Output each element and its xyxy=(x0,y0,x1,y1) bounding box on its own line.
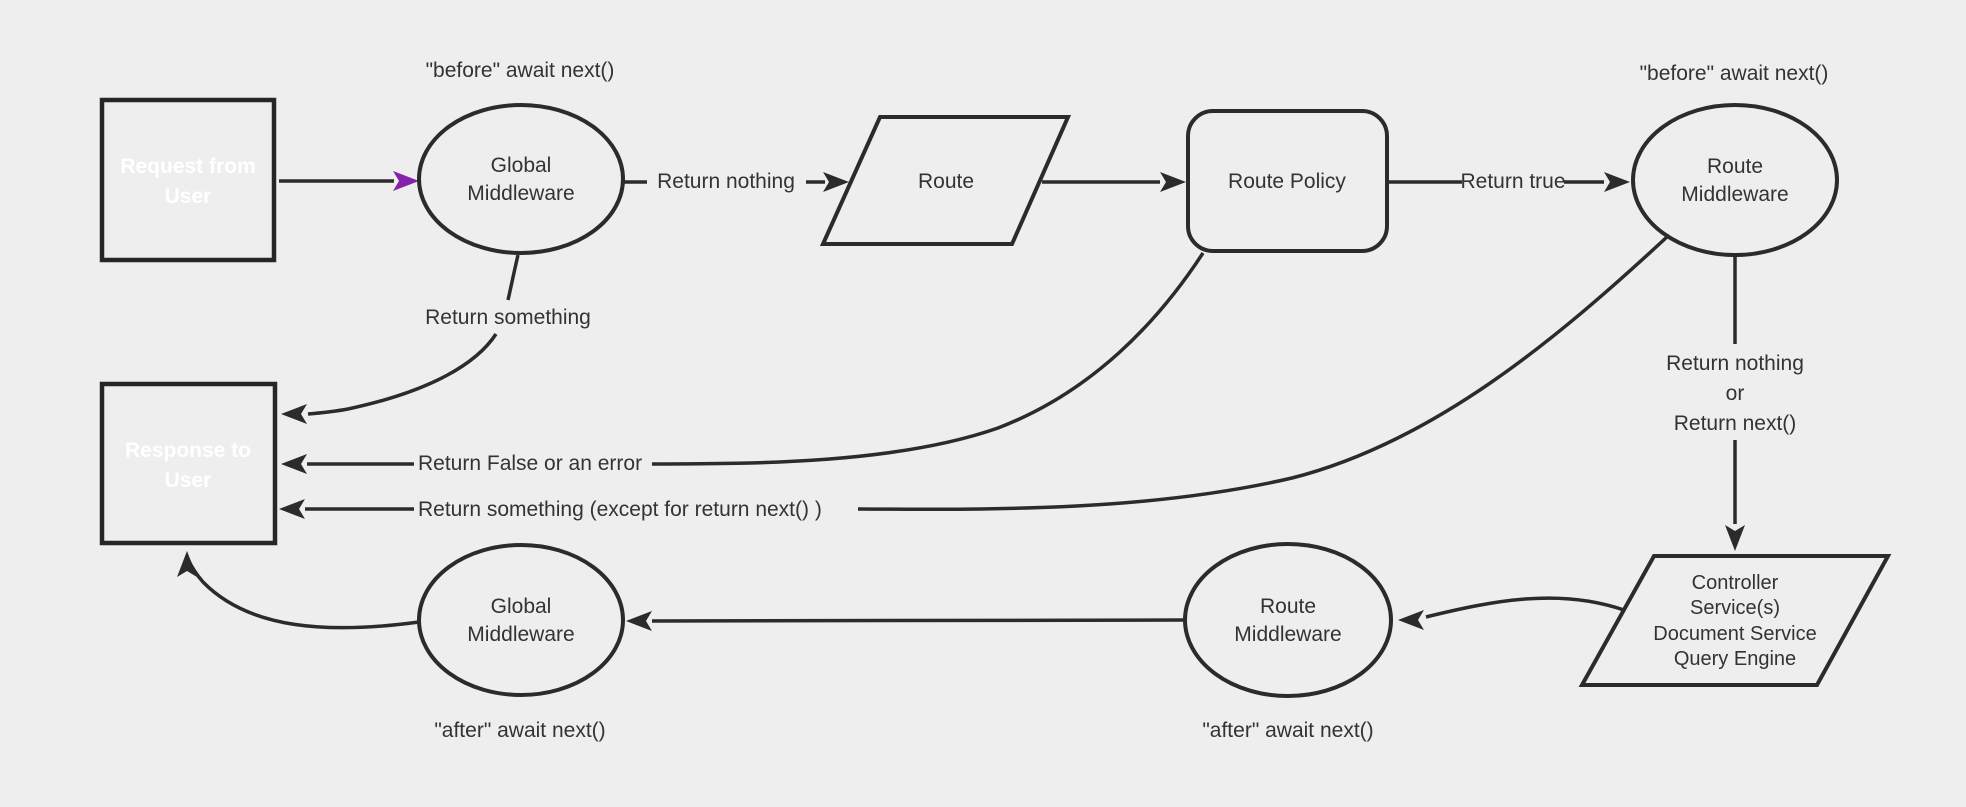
arrow-head-icon xyxy=(281,404,307,424)
edge-route-middleware-return-something-except xyxy=(279,234,1670,519)
global-middleware-bottom-line1: Global xyxy=(491,595,552,618)
label-return-nothing-or-next-line3: Return next() xyxy=(1674,412,1797,435)
node-route-middleware-top: Route Middleware xyxy=(1631,103,1839,257)
return-false-curve xyxy=(651,252,1205,466)
label-return-nothing-or-next-line2: or xyxy=(1726,382,1745,405)
label-before-await-next-right: "before" await next() xyxy=(1640,62,1829,85)
arrow-head-icon xyxy=(1398,610,1424,630)
after-next-line xyxy=(651,618,1186,623)
label-return-nothing-or-next: Return nothing or Return next() xyxy=(1666,352,1804,435)
edge-route-middleware-to-controller xyxy=(1725,256,1745,551)
arrow-head-icon xyxy=(177,551,197,577)
node-global-middleware-bottom: Global Middleware xyxy=(417,543,625,697)
node-response-to-user: Response to User xyxy=(99,381,278,546)
edge-global-middleware-to-route xyxy=(623,172,849,192)
final-response-curve xyxy=(186,558,420,630)
edge-controller-to-route-middleware-bottom xyxy=(1398,596,1625,630)
route-policy-box xyxy=(1186,109,1389,253)
response-label-line2: User xyxy=(165,469,212,492)
controller-line1: Controller xyxy=(1692,572,1779,594)
label-return-false-or-error: Return False or an error xyxy=(418,452,642,475)
edge-route-policy-return-false xyxy=(281,252,1205,474)
controller-line4: Query Engine xyxy=(1674,648,1796,670)
global-middleware-top-ellipse xyxy=(417,103,625,255)
global-middleware-top-line2: Middleware xyxy=(467,182,574,205)
request-arrow-head-icon xyxy=(393,171,419,191)
return-something-curve-bottom xyxy=(307,333,498,416)
edge-global-middleware-bottom-to-response xyxy=(177,551,420,630)
controller-parallelogram xyxy=(1578,554,1892,687)
response-box xyxy=(99,381,278,546)
return-something-curve-top xyxy=(506,254,520,301)
node-route-middleware-bottom: Route Middleware xyxy=(1183,542,1393,698)
label-return-nothing: Return nothing xyxy=(657,170,795,193)
label-return-something-except: Return something (except for return next… xyxy=(418,498,822,521)
arrow-head-icon xyxy=(279,499,305,519)
node-controller-services: Controller Service(s) Document Service Q… xyxy=(1578,554,1892,687)
response-label-line1: Response to xyxy=(125,439,251,462)
arrow-head-icon xyxy=(823,172,849,192)
route-middleware-top-line2: Middleware xyxy=(1681,183,1788,206)
edge-route-to-route-policy xyxy=(1042,172,1186,192)
route-middleware-bottom-line1: Route xyxy=(1260,595,1316,618)
node-route: Route xyxy=(819,115,1072,246)
label-before-await-next-left: "before" await next() xyxy=(426,59,615,82)
controller-line3: Document Service xyxy=(1653,623,1816,645)
arrow-head-icon xyxy=(281,454,307,474)
route-middleware-bottom-ellipse xyxy=(1183,542,1393,698)
label-return-true: Return true xyxy=(1460,170,1565,193)
node-request-from-user: Request from User xyxy=(99,97,277,263)
arrow-head-icon xyxy=(1160,172,1186,192)
label-return-nothing-or-next-line1: Return nothing xyxy=(1666,352,1804,375)
label-return-something: Return something xyxy=(425,306,591,329)
edge-route-middleware-bottom-to-global-middleware-bottom xyxy=(626,611,1186,631)
arrow-head-icon xyxy=(626,611,652,631)
request-label-line1: Request from xyxy=(120,155,255,178)
route-parallelogram xyxy=(819,115,1072,246)
arrow-head-icon xyxy=(1725,525,1745,551)
route-middleware-bottom-line2: Middleware xyxy=(1234,623,1341,646)
edge-request-to-global-middleware xyxy=(279,171,419,191)
node-global-middleware-top: Global Middleware xyxy=(417,103,625,255)
route-policy-label: Route Policy xyxy=(1228,170,1346,193)
label-after-await-next-left: "after" await next() xyxy=(434,719,605,742)
request-label-line2: User xyxy=(165,185,212,208)
edge-global-middleware-return-something xyxy=(281,254,520,424)
controller-line2: Service(s) xyxy=(1690,597,1780,619)
global-middleware-bottom-ellipse xyxy=(417,543,625,697)
route-label: Route xyxy=(918,170,974,193)
node-route-policy: Route Policy xyxy=(1186,109,1389,253)
label-after-await-next-right: "after" await next() xyxy=(1202,719,1373,742)
request-box xyxy=(99,97,277,263)
global-middleware-bottom-line2: Middleware xyxy=(467,623,574,646)
global-middleware-top-line1: Global xyxy=(491,154,552,177)
controller-return-line xyxy=(1425,596,1625,619)
arrow-head-icon xyxy=(1604,172,1630,192)
route-middleware-top-ellipse xyxy=(1631,103,1839,257)
edge-route-policy-to-route-middleware xyxy=(1387,172,1630,192)
route-middleware-top-line1: Route xyxy=(1707,155,1763,178)
return-something-except-curve xyxy=(857,234,1670,512)
